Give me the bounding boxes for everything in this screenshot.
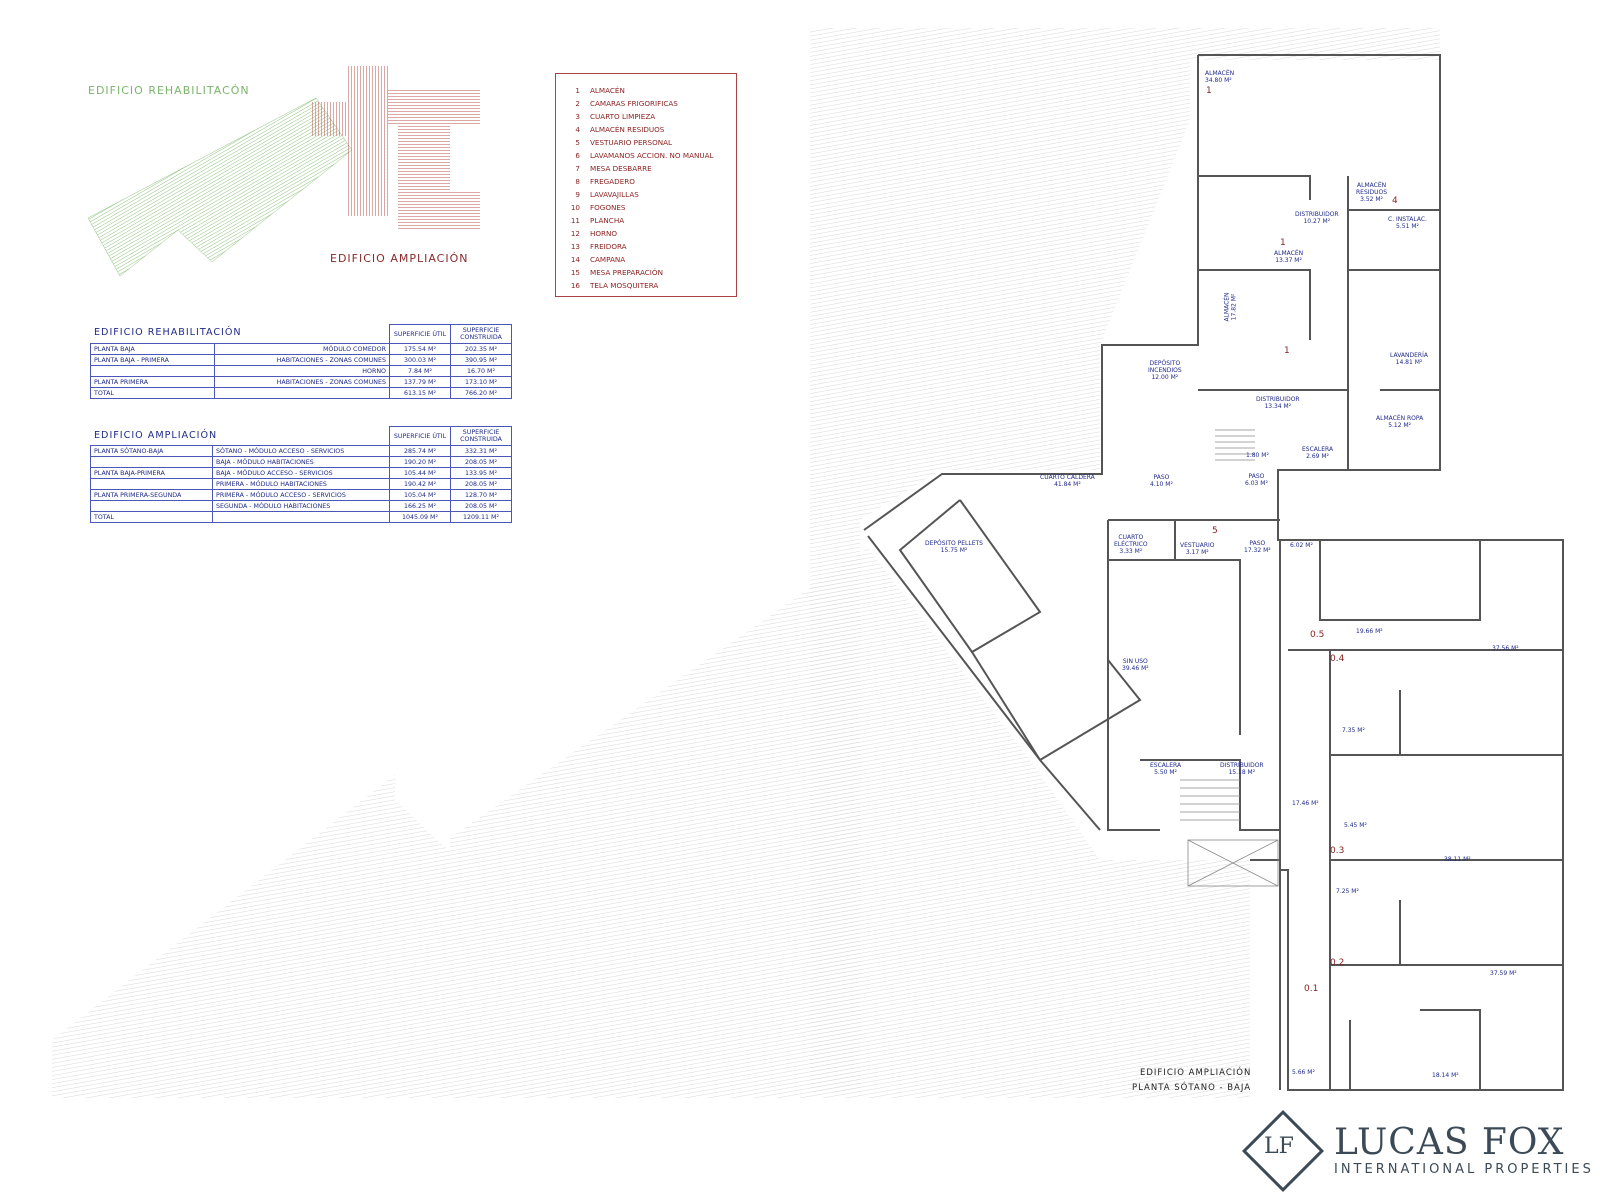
room-label: 19.66 M² xyxy=(1356,628,1383,635)
room-label: PASO 6.03 M² xyxy=(1245,473,1268,487)
plan-title-line2: PLANTA SÓTANO - BAJA xyxy=(1132,1083,1252,1093)
room-label: CUARTO CALDERA 41.84 M² xyxy=(1040,474,1095,488)
brand-tagline: INTERNATIONAL PROPERTIES xyxy=(1334,1162,1594,1177)
room-label: 7.35 M² xyxy=(1342,727,1365,734)
room-label: DEPÓSITO INCENDIOS 12.00 M² xyxy=(1148,360,1182,381)
room-mark: 5 xyxy=(1212,526,1218,536)
room-label: DISTRIBUIDOR 13.34 M² xyxy=(1256,396,1300,410)
room-label: ESCALERA 2.69 M² xyxy=(1302,446,1334,460)
room-label: ALMACÉN RESIDUOS 3.52 M² xyxy=(1356,182,1388,203)
room-label: C. INSTALAC. 5.51 M² xyxy=(1388,216,1427,230)
stairs xyxy=(1180,429,1279,887)
room-label: CUARTO ELÉCTRICO 3.33 M² xyxy=(1114,534,1148,555)
room-mark: 0.5 xyxy=(1310,630,1325,640)
room-mark: 0.2 xyxy=(1330,958,1345,968)
table-row: SUPERFICIE ÚTIL SUPERFICIE CONSTRUIDA xyxy=(91,426,512,446)
brand-name: LUCAS FOX xyxy=(1334,1122,1565,1163)
room-mark: 1 xyxy=(1206,86,1212,96)
room-mark: 4 xyxy=(1392,196,1398,206)
head-const: SUPERFICIE CONSTRUIDA xyxy=(450,324,512,344)
hatched-areas xyxy=(52,28,1440,1098)
head-util: SUPERFICIE ÚTIL xyxy=(389,324,451,344)
table-rehab: SUPERFICIE ÚTIL SUPERFICIE CONSTRUIDA PL… xyxy=(90,324,512,399)
building-walls xyxy=(863,54,1564,1091)
room-label: 5.45 M² xyxy=(1344,822,1367,829)
key-plan-label-ampl: EDIFICIO AMPLIACIÓN xyxy=(330,252,469,265)
room-label: PASO 4.10 M² xyxy=(1150,474,1173,488)
room-label: 37.59 M² xyxy=(1490,970,1517,977)
room-mark: 1 xyxy=(1284,346,1290,356)
table-ampl: SUPERFICIE ÚTIL SUPERFICIE CONSTRUIDA PL… xyxy=(89,426,512,523)
table-rehab-title: EDIFICIO REHABILITACIÓN xyxy=(94,327,242,338)
room-label: ESCALERA 5.50 M² xyxy=(1150,762,1182,776)
room-label: 7.25 M² xyxy=(1336,888,1359,895)
plan-title-line1: EDIFICIO AMPLIACIÓN xyxy=(1140,1068,1252,1078)
room-label: PASO 17.32 M² xyxy=(1244,540,1271,554)
room-label: DISTRIBUIDOR 10.27 M² xyxy=(1295,211,1339,225)
table-ampl-title: EDIFICIO AMPLIACIÓN xyxy=(94,430,218,441)
room-label: 6.02 M² xyxy=(1290,542,1313,549)
room-label: ALMACÉN 34.80 M² xyxy=(1205,70,1235,84)
brand-monogram: LF xyxy=(1264,1134,1294,1159)
room-label: 5.66 M² xyxy=(1292,1069,1315,1076)
room-label: 1.80 M² xyxy=(1246,452,1269,459)
key-plan xyxy=(87,66,480,277)
room-label: 17.46 M² xyxy=(1292,800,1319,807)
room-label: 18.14 M² xyxy=(1432,1072,1459,1079)
room-label: ALMACÉN 13.37 M² xyxy=(1274,250,1304,264)
room-label: ALMACÉN ROPA 5.12 M² xyxy=(1376,415,1424,429)
head-util: SUPERFICIE ÚTIL xyxy=(389,426,451,446)
room-label: 37.56 M² xyxy=(1492,645,1519,652)
key-plan-label-rehab: EDIFICIO REHABILITACÓN xyxy=(88,84,250,97)
room-label: SIN USO 39.46 M² xyxy=(1122,658,1149,672)
room-label: 38.11 M² xyxy=(1444,856,1471,863)
room-label: VESTUARIO 3.17 M² xyxy=(1180,542,1215,556)
room-mark: 0.1 xyxy=(1304,984,1319,994)
room-mark: 1 xyxy=(1280,238,1286,248)
room-mark: 0.4 xyxy=(1330,654,1345,664)
room-label: ALMACÉN 17.82 M² xyxy=(1223,292,1238,322)
head-const: SUPERFICIE CONSTRUIDA xyxy=(450,426,512,446)
room-mark: 0.3 xyxy=(1330,846,1345,856)
table-row: SUPERFICIE ÚTIL SUPERFICIE CONSTRUIDA xyxy=(91,324,512,344)
room-label: LAVANDERÍA 14.81 M² xyxy=(1390,352,1428,366)
room-label: DEPÓSITO PELLETS 15.75 M² xyxy=(925,540,983,554)
room-label: DISTRIBUIDOR 15.18 M² xyxy=(1220,762,1264,776)
